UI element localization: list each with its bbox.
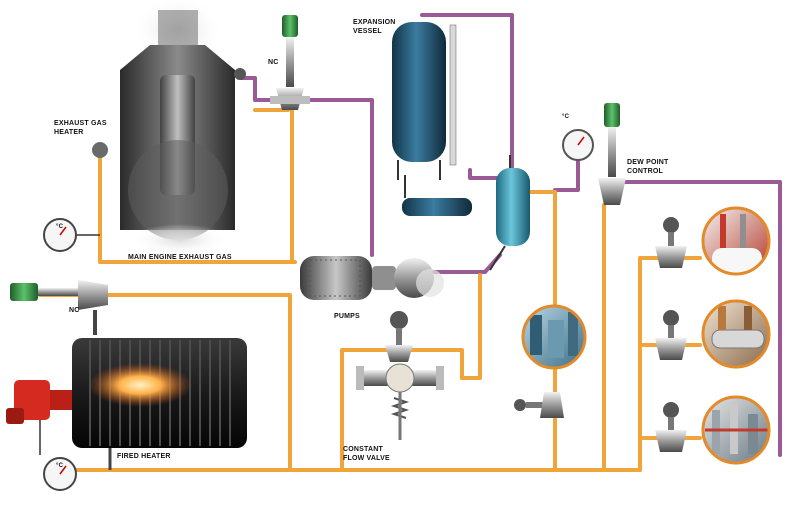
label-exhaust-gas-heater-1: EXHAUST GAS bbox=[54, 119, 107, 128]
gate-valve-consumer-2 bbox=[655, 310, 687, 360]
gauge-dewpoint-unit: °C bbox=[562, 113, 569, 122]
label-exhaust-gas-heater-2: HEATER bbox=[54, 128, 83, 137]
label-nc-top: NC bbox=[268, 58, 279, 67]
supply-pipe-flow-valve-right bbox=[462, 275, 480, 378]
nc-valve-left bbox=[10, 280, 108, 335]
label-nc-left: NC bbox=[69, 306, 80, 315]
label-constant-flow-valve-2: FLOW VALVE bbox=[343, 454, 390, 463]
cfv-top-body bbox=[385, 345, 413, 362]
burner-nozzle bbox=[50, 390, 72, 410]
fired-heater bbox=[6, 338, 247, 470]
heater-nozzle-left bbox=[92, 142, 108, 158]
dewpoint-body bbox=[598, 178, 626, 205]
nc-top-actuator bbox=[282, 15, 298, 37]
return-pipe-vessel-to-separator bbox=[470, 170, 500, 178]
pump-coupling bbox=[372, 266, 396, 290]
pumps bbox=[300, 256, 444, 300]
cfv-handwheel bbox=[390, 311, 408, 329]
heater-nozzle-right bbox=[234, 68, 246, 80]
cfv-flange-right bbox=[436, 366, 444, 390]
label-pumps: PUMPS bbox=[334, 312, 360, 321]
photo-circle-consumer-3 bbox=[703, 397, 770, 463]
cfv-flange-left bbox=[356, 366, 364, 390]
return-pipe-dewpoint bbox=[555, 160, 578, 190]
label-dew-point-control-1: DEW POINT bbox=[627, 158, 668, 167]
nc-left-actuator bbox=[10, 283, 38, 301]
nc-top-flange bbox=[270, 96, 310, 104]
return-pipe-nc-valve-to-pumps bbox=[300, 100, 372, 255]
deaerator-tank bbox=[402, 198, 472, 216]
pump-motor bbox=[300, 256, 372, 300]
gate-valve-consumer-1 bbox=[655, 217, 687, 268]
expansion-vessel bbox=[392, 22, 472, 216]
gauge-exhaust-unit: °C bbox=[56, 223, 63, 232]
burner-motor bbox=[6, 408, 24, 424]
constant-flow-valve bbox=[356, 311, 444, 440]
label-main-engine-exhaust-gas: MAIN ENGINE EXHAUST GAS bbox=[128, 253, 232, 262]
dewpoint-stem bbox=[608, 127, 616, 177]
photo-circle-plant bbox=[523, 306, 585, 368]
label-expansion-vessel-2: VESSEL bbox=[353, 27, 382, 36]
separator-body bbox=[496, 168, 530, 246]
nc-left-body bbox=[78, 280, 108, 310]
gate-valve-consumer-3 bbox=[655, 402, 687, 452]
gauge-fired-unit: °C bbox=[56, 462, 63, 471]
photo-circle-consumer-1 bbox=[703, 208, 769, 274]
gate-valve-center bbox=[514, 392, 564, 418]
dewpoint-actuator bbox=[604, 103, 620, 127]
cfv-center bbox=[386, 364, 414, 392]
vessel-body bbox=[392, 22, 446, 162]
vessel-gauge-glass bbox=[450, 25, 456, 165]
fired-heater-flame bbox=[88, 363, 192, 407]
label-constant-flow-valve-1: CONSTANT bbox=[343, 445, 383, 454]
exhaust-gas-heater bbox=[92, 0, 246, 256]
label-dew-point-control-2: CONTROL bbox=[627, 167, 663, 176]
label-fired-heater: FIRED HEATER bbox=[117, 452, 171, 461]
nc-left-stem bbox=[38, 288, 78, 296]
separator-bottom bbox=[490, 246, 505, 270]
smoke-bottom bbox=[130, 224, 230, 256]
gauge-exhaust bbox=[44, 219, 100, 251]
photo-circle-consumer-2 bbox=[703, 301, 769, 367]
pump-volute-ghost bbox=[416, 269, 444, 297]
nc-top-stem bbox=[286, 37, 294, 87]
cfv-top-stem bbox=[396, 328, 402, 346]
label-expansion-vessel-1: EXPANSION bbox=[353, 18, 396, 27]
air-separator bbox=[490, 155, 530, 270]
